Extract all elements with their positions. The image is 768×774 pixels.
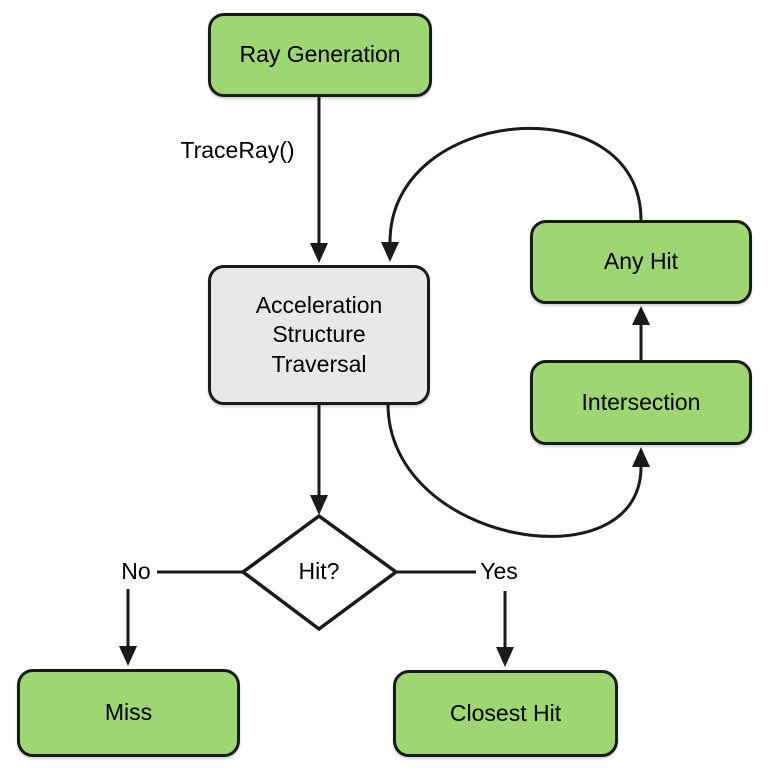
node-miss-label: Miss	[104, 699, 153, 726]
arrowhead-traversal-to-intersection	[632, 447, 650, 467]
edge-label-no: No	[121, 558, 151, 584]
edge-label-yes: Yes	[480, 558, 518, 584]
node-acceleration-structure-traversal: Acceleration Structure Traversal	[208, 265, 430, 405]
node-closest-hit: Closest Hit	[393, 670, 618, 757]
arrowhead-no-to-miss	[119, 646, 137, 666]
node-closest-hit-label: Closest Hit	[449, 699, 562, 726]
node-ray-generation-label: Ray Generation	[239, 41, 401, 68]
node-intersection: Intersection	[530, 360, 752, 445]
decision-hit-shape	[240, 513, 399, 632]
node-ray-generation: Ray Generation	[208, 13, 432, 97]
edge-label-traceray: TraceRay()	[180, 137, 295, 163]
arrowhead-yes-to-closesthit	[496, 647, 514, 667]
node-acceleration-structure-traversal-label: Acceleration Structure Traversal	[255, 291, 383, 377]
node-intersection-label: Intersection	[581, 388, 701, 415]
node-any-hit: Any Hit	[530, 220, 752, 304]
edge-traversal-to-intersection-loop	[386, 403, 643, 538]
arrowhead-intersection-to-anyhit	[632, 306, 650, 325]
arrowhead-traversal-to-decision	[310, 495, 328, 515]
node-miss: Miss	[17, 669, 240, 757]
decision-hit-label: Hit?	[298, 558, 340, 584]
arrowhead-anyhit-to-traversal	[381, 242, 399, 262]
node-any-hit-label: Any Hit	[603, 248, 679, 275]
edge-anyhit-to-traversal-loop	[388, 127, 643, 243]
arrowhead-raygen-to-traversal	[310, 243, 328, 263]
